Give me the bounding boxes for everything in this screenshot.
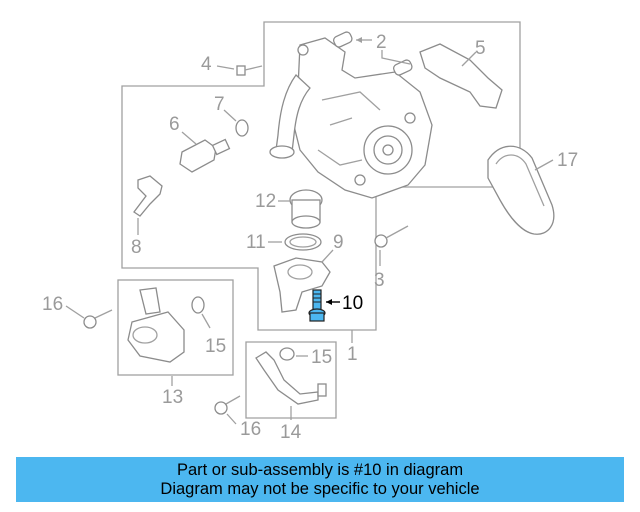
- part-3-bolt: [374, 225, 409, 266]
- part-14-coolant-pipe: [255, 351, 327, 420]
- callout-15b: 15: [311, 347, 332, 368]
- water-pump-housing: [269, 37, 433, 199]
- callout-1: 1: [347, 344, 358, 365]
- callout-11: 11: [246, 232, 266, 253]
- callout-3: 3: [374, 270, 385, 291]
- part-13-coolant-flange: [127, 287, 185, 386]
- part-17-belt: [487, 145, 555, 235]
- callout-5: 5: [475, 38, 486, 59]
- callout-8: 8: [131, 237, 142, 258]
- part-4-bolt: [216, 65, 263, 76]
- part-5-gasket: [419, 43, 503, 109]
- callout-14: 14: [280, 422, 302, 443]
- callout-15a: 15: [205, 336, 226, 357]
- callout-16a: 16: [42, 294, 63, 315]
- callout-17: 17: [557, 150, 578, 171]
- part-15-o-ring-b: [279, 347, 295, 361]
- parts-diagram: 1 2 3 4 5 6 7 8 9 10 11 12 13 14 15 15 1…: [42, 21, 578, 443]
- callout-4: 4: [201, 54, 212, 75]
- callout-10: 10: [342, 293, 363, 314]
- banner-line-1: Part or sub-assembly is #10 in diagram: [176, 461, 464, 479]
- part-6-sensor: [179, 131, 231, 173]
- part-8-clip: [133, 175, 163, 235]
- callout-6: 6: [169, 114, 180, 135]
- part-2-sleeves: [332, 31, 413, 76]
- part-15-o-ring-a: [191, 296, 205, 314]
- callout-7: 7: [214, 94, 225, 115]
- callout-2: 2: [376, 32, 387, 53]
- callout-13: 13: [162, 387, 183, 408]
- group-13-box: [117, 279, 234, 376]
- part-12-thermostat: [278, 189, 323, 229]
- part-16-bolt-bottom: [214, 395, 241, 425]
- part-9-housing: [273, 249, 334, 313]
- part-16-bolt-left: [65, 305, 113, 329]
- info-banner: Part or sub-assembly is #10 in diagram D…: [16, 457, 624, 502]
- part-10-bolt-highlighted: [308, 289, 340, 322]
- callout-16b: 16: [240, 419, 261, 440]
- part-11-seal: [268, 233, 322, 251]
- callout-9: 9: [333, 232, 344, 253]
- callout-12: 12: [255, 191, 276, 212]
- banner-line-2: Diagram may not be specific to your vehi…: [160, 480, 480, 498]
- part-7-o-ring: [235, 119, 249, 137]
